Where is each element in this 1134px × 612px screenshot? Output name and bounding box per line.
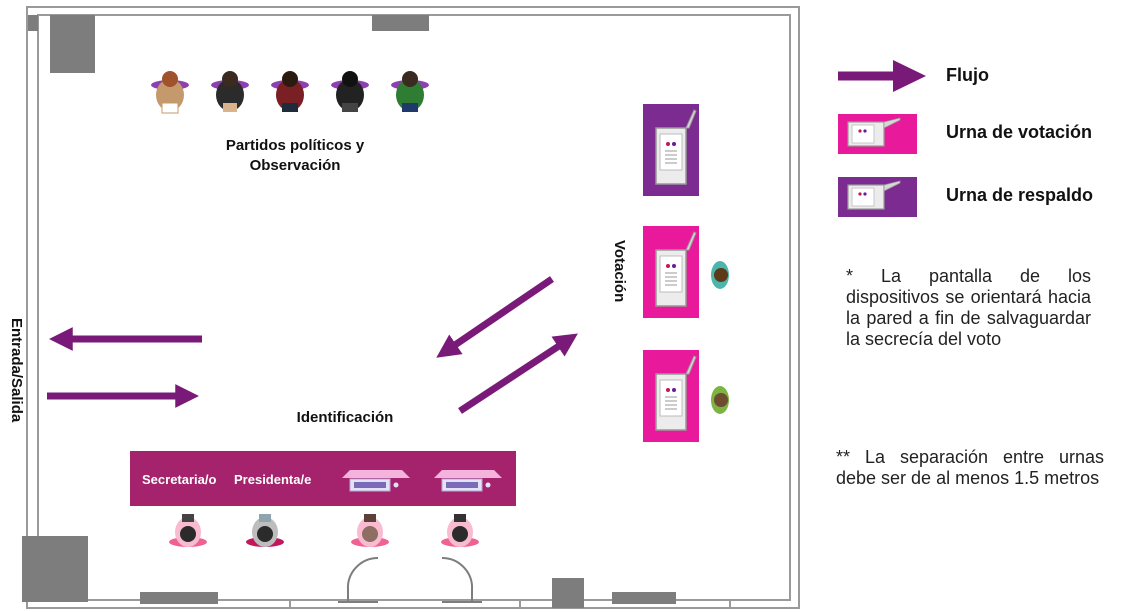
parties-label-line2: Observación: [249, 157, 341, 174]
backup-urn: [643, 104, 699, 196]
laptop-icon: [434, 470, 502, 492]
identification-label: Identificación: [296, 409, 394, 426]
flow-arrows: [47, 276, 578, 414]
identification-table: [130, 451, 516, 506]
person-seated-icon: [711, 386, 729, 414]
door-swings: [338, 556, 482, 603]
person-seated-icon: [151, 71, 189, 114]
legend-voting-urn: [838, 114, 917, 154]
legend-voting-urn-text: Urna de votación: [946, 122, 1093, 142]
person-seated-icon: [351, 514, 389, 547]
voting-urn: [643, 350, 699, 442]
wall-blocks: [22, 15, 676, 608]
president-label: Presidenta/e: [234, 472, 312, 487]
parties-label: Partidos políticos y Observación: [200, 136, 390, 176]
person-seated-icon: [271, 71, 309, 112]
note-urn-separation: ** La separación entre urnas debe ser de…: [836, 447, 1104, 488]
legend-backup-urn-text: Urna de respaldo: [946, 185, 1094, 205]
legend-flow-arrow: [838, 60, 926, 92]
person-seated-icon: [711, 261, 729, 289]
parties-label-line1: Partidos políticos y: [225, 137, 365, 154]
voting-urn: [643, 226, 699, 318]
arrow-from-voting: [436, 276, 554, 358]
legend-backup-urn: [838, 177, 917, 217]
voters: [711, 261, 729, 414]
voting-label: Votación: [611, 240, 628, 303]
observers: [151, 71, 429, 114]
person-seated-icon: [246, 514, 284, 547]
laptop-icon: [342, 470, 410, 492]
poll-workers: [169, 514, 479, 547]
person-seated-icon: [391, 71, 429, 112]
entrance-label: Entrada/Salida: [8, 318, 25, 423]
person-seated-icon: [441, 514, 479, 547]
wall-ticks: [289, 600, 731, 608]
person-seated-icon: [169, 514, 207, 547]
secretary-label: Secretaria/o: [142, 472, 217, 487]
legend-flow-text: Flujo: [946, 65, 989, 85]
arrow-to-voting: [458, 333, 578, 414]
person-seated-icon: [211, 71, 249, 112]
note-screen-orientation: * La pantalla de los dispositivos se ori…: [846, 266, 1091, 349]
person-seated-icon: [331, 71, 369, 112]
